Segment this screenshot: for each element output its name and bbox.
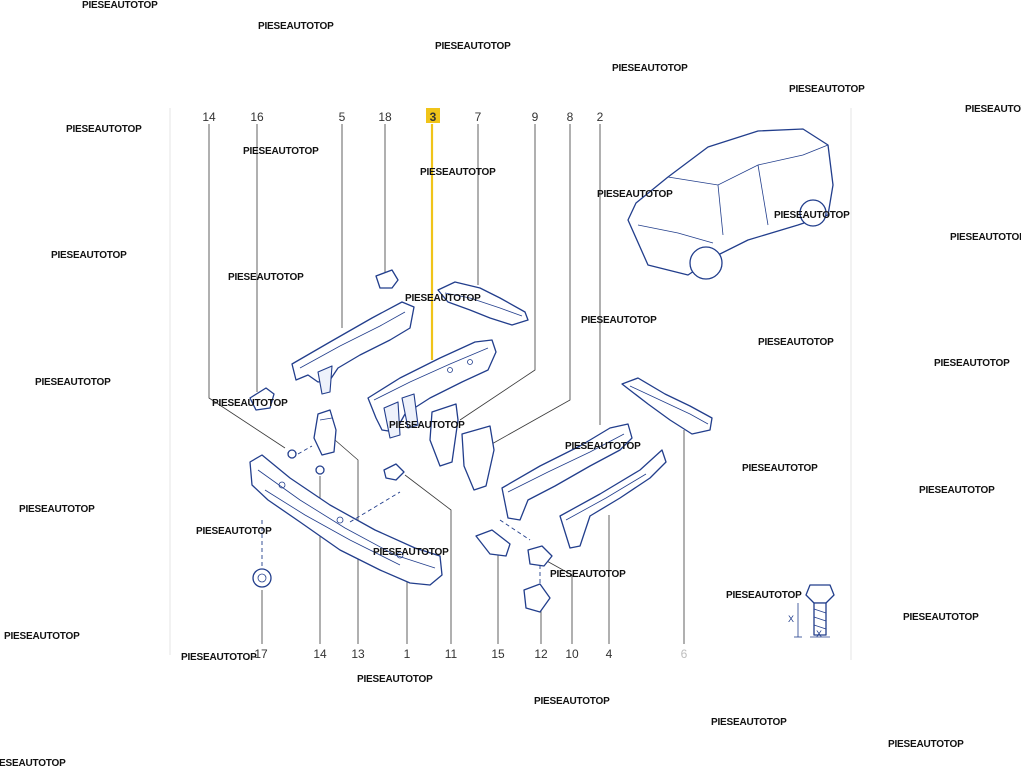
watermark: PIESEAUTOTOP	[789, 84, 865, 95]
callout-bottom-6[interactable]: 6	[681, 647, 688, 661]
callout-top-14[interactable]: 14	[202, 110, 216, 124]
part-1-crossmember[interactable]	[249, 454, 443, 586]
part-4-side-member[interactable]	[559, 449, 667, 549]
bolt-dimension-label-bottom: X	[816, 629, 822, 639]
watermark: PIESEAUTOTOP	[726, 590, 802, 601]
watermark: PIESEAUTOTOP	[19, 504, 95, 515]
watermark: PIESEAUTOTOP	[758, 337, 834, 348]
part-3-front-member[interactable]	[367, 339, 497, 439]
watermark: PIESEAUTOTOP	[82, 0, 158, 11]
watermark: PIESEAUTOTOP	[612, 63, 688, 74]
watermark: PIESEAUTOTOP	[181, 652, 257, 663]
callout-top-7[interactable]: 7	[475, 110, 482, 124]
part-12-bracket[interactable]	[523, 583, 551, 613]
callout-bottom-15[interactable]: 15	[491, 647, 505, 661]
part-18-clip[interactable]	[375, 269, 399, 289]
callout-top-9[interactable]: 9	[532, 110, 539, 124]
callout-bottom-10[interactable]: 10	[565, 647, 579, 661]
watermark: PIESEAUTOTOP	[4, 631, 80, 642]
watermark: PIESEAUTOTOP	[597, 189, 673, 200]
callout-bottom-1[interactable]: 1	[404, 647, 411, 661]
watermark: PIESEAUTOTOP	[581, 315, 657, 326]
part-10-clip[interactable]	[527, 545, 553, 567]
callout-top-3[interactable]: 3	[430, 110, 437, 124]
callouts-bottom: 17 14 13 1 11 15 12 10 4 6	[254, 647, 687, 661]
part-15-bracket[interactable]	[475, 529, 511, 557]
watermark: PIESEAUTOTOP	[0, 758, 66, 768]
assembly-dashed-lines	[261, 445, 541, 584]
callout-bottom-12[interactable]: 12	[534, 647, 548, 661]
watermark: PIESEAUTOTOP	[888, 739, 964, 750]
part-6-bracket[interactable]	[621, 377, 713, 435]
watermark: PIESEAUTOTOP	[435, 41, 511, 52]
watermark: PIESEAUTOTOP	[258, 21, 334, 32]
car-location-icon	[627, 128, 834, 280]
watermark: PIESEAUTOTOP	[774, 210, 850, 221]
bolt-dimension-label-left: X	[788, 614, 794, 624]
callout-3-highlight	[426, 108, 440, 123]
watermark: PIESEAUTOTOP	[420, 167, 496, 178]
callout-bottom-17[interactable]: 17	[254, 647, 268, 661]
part-8-post[interactable]	[461, 425, 495, 491]
watermark: PIESEAUTOTOP	[357, 674, 433, 685]
callout-top-2[interactable]: 2	[597, 110, 604, 124]
callout-bottom-4[interactable]: 4	[606, 647, 613, 661]
watermark: PIESEAUTOTOP	[405, 293, 481, 304]
watermark: PIESEAUTOTOP	[35, 377, 111, 388]
part-9-post[interactable]	[429, 403, 459, 467]
part-13-bracket[interactable]	[313, 409, 337, 456]
watermark: PIESEAUTOTOP	[903, 612, 979, 623]
callout-bottom-14[interactable]: 14	[313, 647, 327, 661]
callout-top-8[interactable]: 8	[567, 110, 574, 124]
bolt-dimension-icon: X X	[788, 584, 835, 639]
watermark: PIESEAUTOTOP	[550, 569, 626, 580]
watermark: PIESEAUTOTOP	[742, 463, 818, 474]
part-7-bracket[interactable]	[437, 281, 529, 326]
watermark: PIESEAUTOTOP	[373, 547, 449, 558]
watermark: PIESEAUTOTOP	[934, 358, 1010, 369]
watermark: PIESEAUTOTOP	[711, 717, 787, 728]
watermark: PIESEAUTOTOP	[534, 696, 610, 707]
watermark: PIESEAUTOTOP	[243, 146, 319, 157]
part-17-plug[interactable]	[252, 568, 272, 588]
part-14-fastener[interactable]	[287, 449, 325, 475]
watermark: PIESEAUTOTOP	[212, 398, 288, 409]
part-16-clip[interactable]	[249, 387, 275, 411]
watermark: PIESEAUTOTOP	[228, 272, 304, 283]
part-2-side-member[interactable]	[501, 423, 633, 521]
watermark: PIESEAUTOTOP	[389, 420, 465, 431]
watermark: PIESEAUTOTOP	[66, 124, 142, 135]
watermark: PIESEAUTOTOP	[965, 104, 1021, 115]
callout-bottom-11[interactable]: 11	[445, 647, 458, 661]
part-5-side-member[interactable]	[291, 301, 415, 395]
callout-top-18[interactable]: 18	[378, 110, 392, 124]
watermark: PIESEAUTOTOP	[196, 526, 272, 537]
callouts-top: 14 16 5 18 3 7 9 8 2	[202, 110, 603, 124]
leader-lines	[208, 124, 685, 644]
callout-top-5[interactable]: 5	[339, 110, 346, 124]
watermark: PIESEAUTOTOP	[919, 485, 995, 496]
part-11-plate[interactable]	[383, 463, 405, 481]
watermark: PIESEAUTOTOP	[565, 441, 641, 452]
callout-top-16[interactable]: 16	[250, 110, 264, 124]
watermark: PIESEAUTOTOP	[51, 250, 127, 261]
watermark: PIESEAUTOTOP	[950, 232, 1021, 243]
callout-bottom-13[interactable]: 13	[351, 647, 365, 661]
